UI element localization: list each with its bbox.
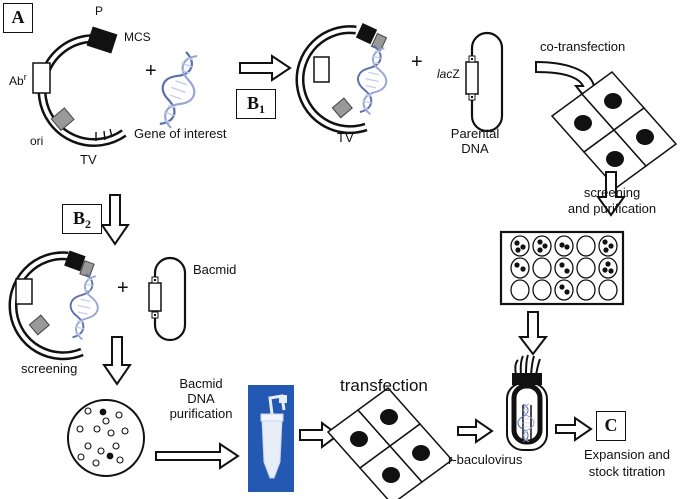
screening-label: screening (21, 361, 78, 376)
bacmid-label: Bacmid (193, 262, 237, 277)
transfer-vector-bacmid-route (8, 250, 106, 361)
arrow-right-virus (457, 418, 494, 444)
ori-block (50, 107, 75, 132)
arrow-right-1 (239, 54, 292, 82)
promoter-block (86, 26, 118, 54)
abr-label: Abr (9, 72, 27, 88)
cell-wells-top (551, 71, 677, 189)
arrow-down-2 (517, 311, 549, 356)
plus-sign-2: + (411, 51, 423, 73)
antibiotic-marker (32, 62, 51, 94)
microtube-image (248, 385, 294, 492)
r-baculovirus-label: r-baculovirus (448, 452, 523, 467)
tv-label-middle: TV (337, 130, 354, 145)
arrow-down-3 (102, 336, 132, 386)
bacmid-dna (148, 256, 187, 342)
lacz-label: lacZ (437, 67, 460, 81)
b2-label: B2 (62, 204, 102, 234)
parental-dna (465, 31, 504, 133)
arrow-down-b2 (100, 194, 130, 246)
co-transfection-label: co-transfection (540, 39, 626, 54)
promoter-label: P (95, 4, 104, 18)
baculovirus-tube (506, 354, 548, 451)
plus-sign-1: + (145, 60, 157, 82)
b1-label: B1 (236, 89, 276, 119)
panel-c-label: C (596, 411, 626, 441)
arrow-right-transfection (299, 421, 340, 449)
arrow-right-bacmid-purification (155, 442, 240, 470)
arrow-right-c (555, 416, 593, 442)
cell-wells-bottom (327, 387, 453, 499)
gene-dna-helix (149, 47, 208, 133)
panel-a-label: A (3, 3, 33, 33)
ori-label: ori (30, 134, 44, 148)
plus-sign-3: + (117, 277, 129, 299)
gene-of-interest-label: Gene of interest (134, 126, 227, 141)
colony-plate (67, 399, 145, 477)
tv-label-left: TV (80, 152, 97, 167)
arrow-down-1 (596, 171, 626, 217)
transfer-vector-recombinant (295, 23, 395, 135)
mcs-label: MCS (124, 30, 151, 44)
plaque-plate (499, 230, 625, 306)
transfer-vector-main (32, 26, 127, 147)
transfection-label: transfection (340, 376, 428, 395)
